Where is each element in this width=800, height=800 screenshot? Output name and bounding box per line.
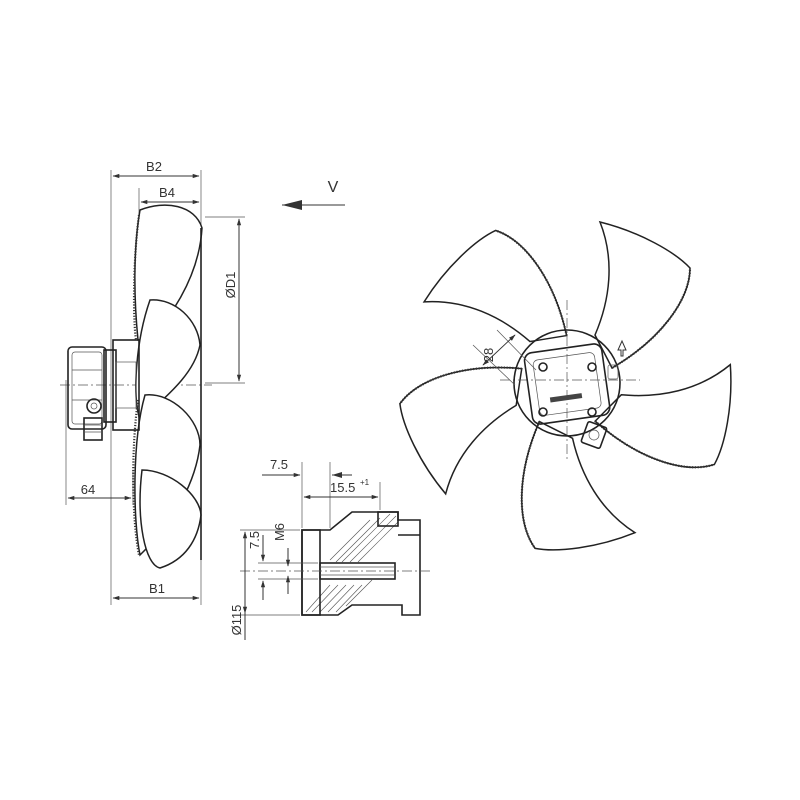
dim-shaft-15-5-label: 15.5 xyxy=(330,480,355,495)
blade-serration xyxy=(399,366,522,405)
front-hub xyxy=(513,329,621,449)
blade-serration xyxy=(594,420,715,469)
dim-shaft-15-5: 15.5 +1 xyxy=(303,478,379,500)
dim-b1: B1 xyxy=(112,581,200,601)
dim-115-label: Ø115 xyxy=(229,605,244,636)
blade-outline xyxy=(422,229,568,343)
dim-shaft-7-5-v-label: 7.5 xyxy=(247,531,262,549)
rotation-arrow-icon xyxy=(617,339,627,357)
dim-b1-label: B1 xyxy=(149,581,165,596)
blade-serration xyxy=(520,421,541,549)
blade-outline xyxy=(399,366,523,496)
dim-b2-label: B2 xyxy=(146,159,162,174)
blade-outline xyxy=(594,363,732,468)
side-motor xyxy=(67,346,107,441)
view-v-label: V xyxy=(328,179,339,196)
dim-b4: B4 xyxy=(140,185,200,205)
blade-1 xyxy=(594,220,692,370)
dim-b4-label: B4 xyxy=(159,185,175,200)
dim-m6-label: M6 xyxy=(272,523,287,541)
side-blades xyxy=(132,204,203,569)
dim-64-label: 64 xyxy=(81,482,95,497)
blade-4 xyxy=(399,366,523,496)
dim-115: Ø115 xyxy=(229,531,248,640)
dim-64: 64 xyxy=(67,482,132,501)
blade-serration xyxy=(611,267,692,369)
blade-serration xyxy=(495,229,568,336)
dim-d1: ØD1 xyxy=(223,218,242,382)
dim-shaft-7-5-h-label: 7.5 xyxy=(270,457,288,472)
front-view: 28 xyxy=(399,220,732,551)
dim-shaft-15-5-tolerance: +1 xyxy=(360,478,370,487)
blade-2 xyxy=(594,363,732,469)
side-hub xyxy=(103,339,140,431)
side-view: B2 B4 ØD1 64 B1 xyxy=(60,159,245,605)
dim-28: 28 xyxy=(472,329,537,386)
dim-shaft-7-5-v: 7.5 xyxy=(247,531,266,600)
dim-m6: M6 xyxy=(272,523,291,594)
dim-28-label: 28 xyxy=(481,348,496,362)
impeller-blades xyxy=(399,220,732,551)
view-arrow: V xyxy=(282,179,345,210)
dim-b2: B2 xyxy=(112,159,200,179)
dim-d1-label: ØD1 xyxy=(223,272,238,299)
blade-5 xyxy=(422,229,568,343)
dim-shaft-7-5-h: 7.5 xyxy=(262,457,352,478)
shaft-detail: 7.5 15.5 +1 7.5 M6 Ø115 xyxy=(229,457,430,640)
